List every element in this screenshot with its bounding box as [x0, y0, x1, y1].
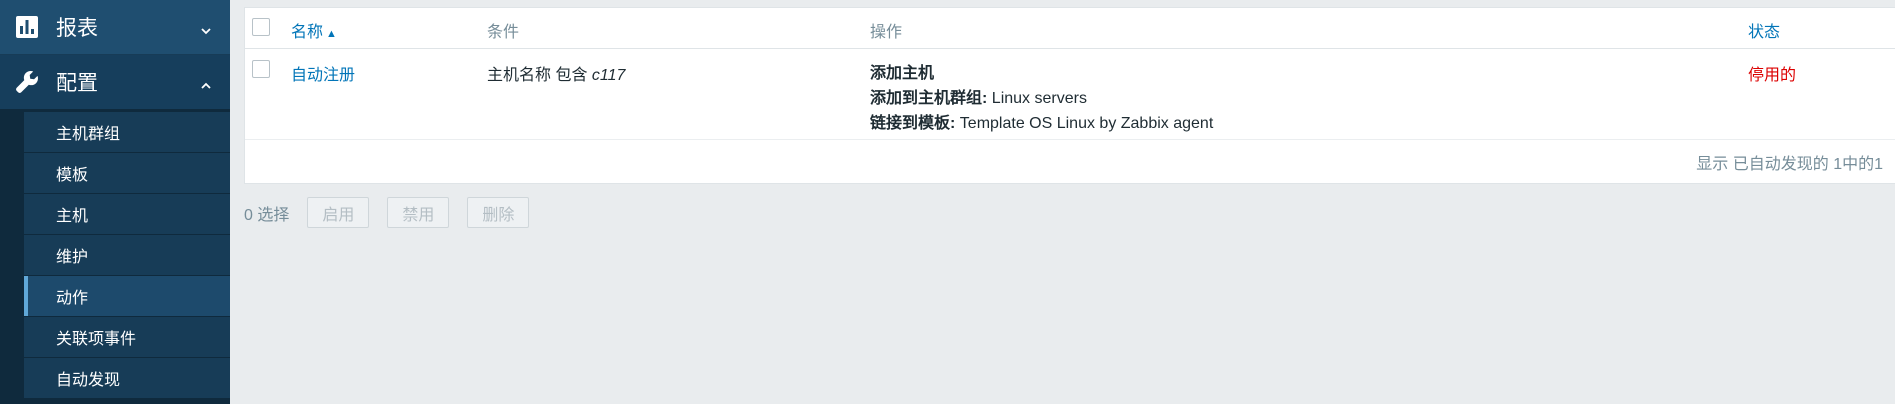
sidebar-item-label: 主机群组 — [56, 126, 121, 143]
sidebar-item-host-groups[interactable]: 主机群组 — [24, 112, 230, 153]
header-name[interactable]: 名称▲ — [291, 18, 337, 42]
operation-label: 添加到主机群组: — [870, 90, 988, 107]
header-status[interactable]: 状态 — [1748, 24, 1781, 41]
selected-count: 0 选择 — [244, 206, 290, 224]
sidebar-item-label: 关联项事件 — [56, 331, 137, 348]
chevron-down-icon — [200, 19, 212, 43]
sort-ascending-icon: ▲ — [326, 28, 337, 40]
sidebar-item-discovery[interactable]: 自动发现 — [24, 358, 230, 399]
header-conditions: 条件 — [487, 24, 520, 41]
operation-label: 链接到模板: — [870, 115, 956, 132]
operation-value: Linux servers — [987, 90, 1087, 107]
menu-reports-label: 报表 — [56, 17, 98, 40]
operation-add-group: 添加到主机群组: Linux servers — [870, 86, 1213, 111]
operation-add-host: 添加主机 — [870, 65, 935, 82]
main-content: 名称▲ 条件 操作 状态 自动注册 主机名称 包含 c117 添加主机 添加到主… — [244, 7, 1895, 228]
sidebar-item-maintenance[interactable]: 维护 — [24, 235, 230, 276]
mass-actions-bar: 0 选择 启用 禁用 删除 — [244, 197, 1895, 228]
select-all-checkbox[interactable] — [252, 18, 270, 36]
sidebar-item-actions[interactable]: 动作 — [24, 276, 230, 317]
sidebar: 报表 配置 主机群组 模板 主机 维护 动作 关联项事件 自动发现 — [0, 0, 230, 404]
config-submenu: 主机群组 模板 主机 维护 动作 关联项事件 自动发现 — [24, 112, 230, 399]
menu-reports[interactable]: 报表 — [0, 0, 230, 55]
sidebar-item-templates[interactable]: 模板 — [24, 153, 230, 194]
sidebar-item-label: 模板 — [56, 167, 89, 184]
header-name-label: 名称 — [291, 24, 324, 41]
chevron-up-icon — [200, 74, 212, 98]
sidebar-item-label: 主机 — [56, 208, 89, 225]
enable-button[interactable]: 启用 — [307, 197, 370, 228]
sidebar-item-label: 动作 — [56, 290, 89, 307]
action-name-link[interactable]: 自动注册 — [291, 67, 356, 84]
operation-value: Template OS Linux by Zabbix agent — [955, 115, 1214, 132]
table-footer: 显示 已自动发现的 1中的1 — [245, 140, 1895, 183]
delete-button[interactable]: 删除 — [467, 197, 530, 228]
wrench-icon — [0, 55, 54, 109]
condition-value: c117 — [591, 67, 626, 84]
status-toggle[interactable]: 停用的 — [1748, 67, 1797, 84]
sidebar-item-label: 维护 — [56, 249, 89, 266]
row-checkbox[interactable] — [252, 60, 270, 78]
pagination-summary: 显示 已自动发现的 1中的1 — [1696, 155, 1883, 173]
action-operations: 添加主机 添加到主机群组: Linux servers 链接到模板: Templ… — [870, 61, 1213, 136]
bar-chart-icon — [0, 0, 54, 54]
menu-config-label: 配置 — [56, 72, 98, 95]
sidebar-item-hosts[interactable]: 主机 — [24, 194, 230, 235]
operation-link-template: 链接到模板: Template OS Linux by Zabbix agent — [870, 111, 1213, 136]
sidebar-item-event-correlation[interactable]: 关联项事件 — [24, 317, 230, 358]
condition-text: 主机名称 包含 — [487, 67, 592, 84]
header-operations: 操作 — [870, 24, 903, 41]
menu-config[interactable]: 配置 — [0, 55, 230, 109]
sidebar-item-label: 自动发现 — [56, 372, 121, 389]
table-row: 自动注册 主机名称 包含 c117 添加主机 添加到主机群组: Linux se… — [245, 49, 1895, 140]
actions-table: 名称▲ 条件 操作 状态 自动注册 主机名称 包含 c117 添加主机 添加到主… — [244, 7, 1895, 184]
disable-button[interactable]: 禁用 — [387, 197, 450, 228]
table-header: 名称▲ 条件 操作 状态 — [245, 8, 1895, 49]
action-condition: 主机名称 包含 c117 — [487, 61, 625, 85]
